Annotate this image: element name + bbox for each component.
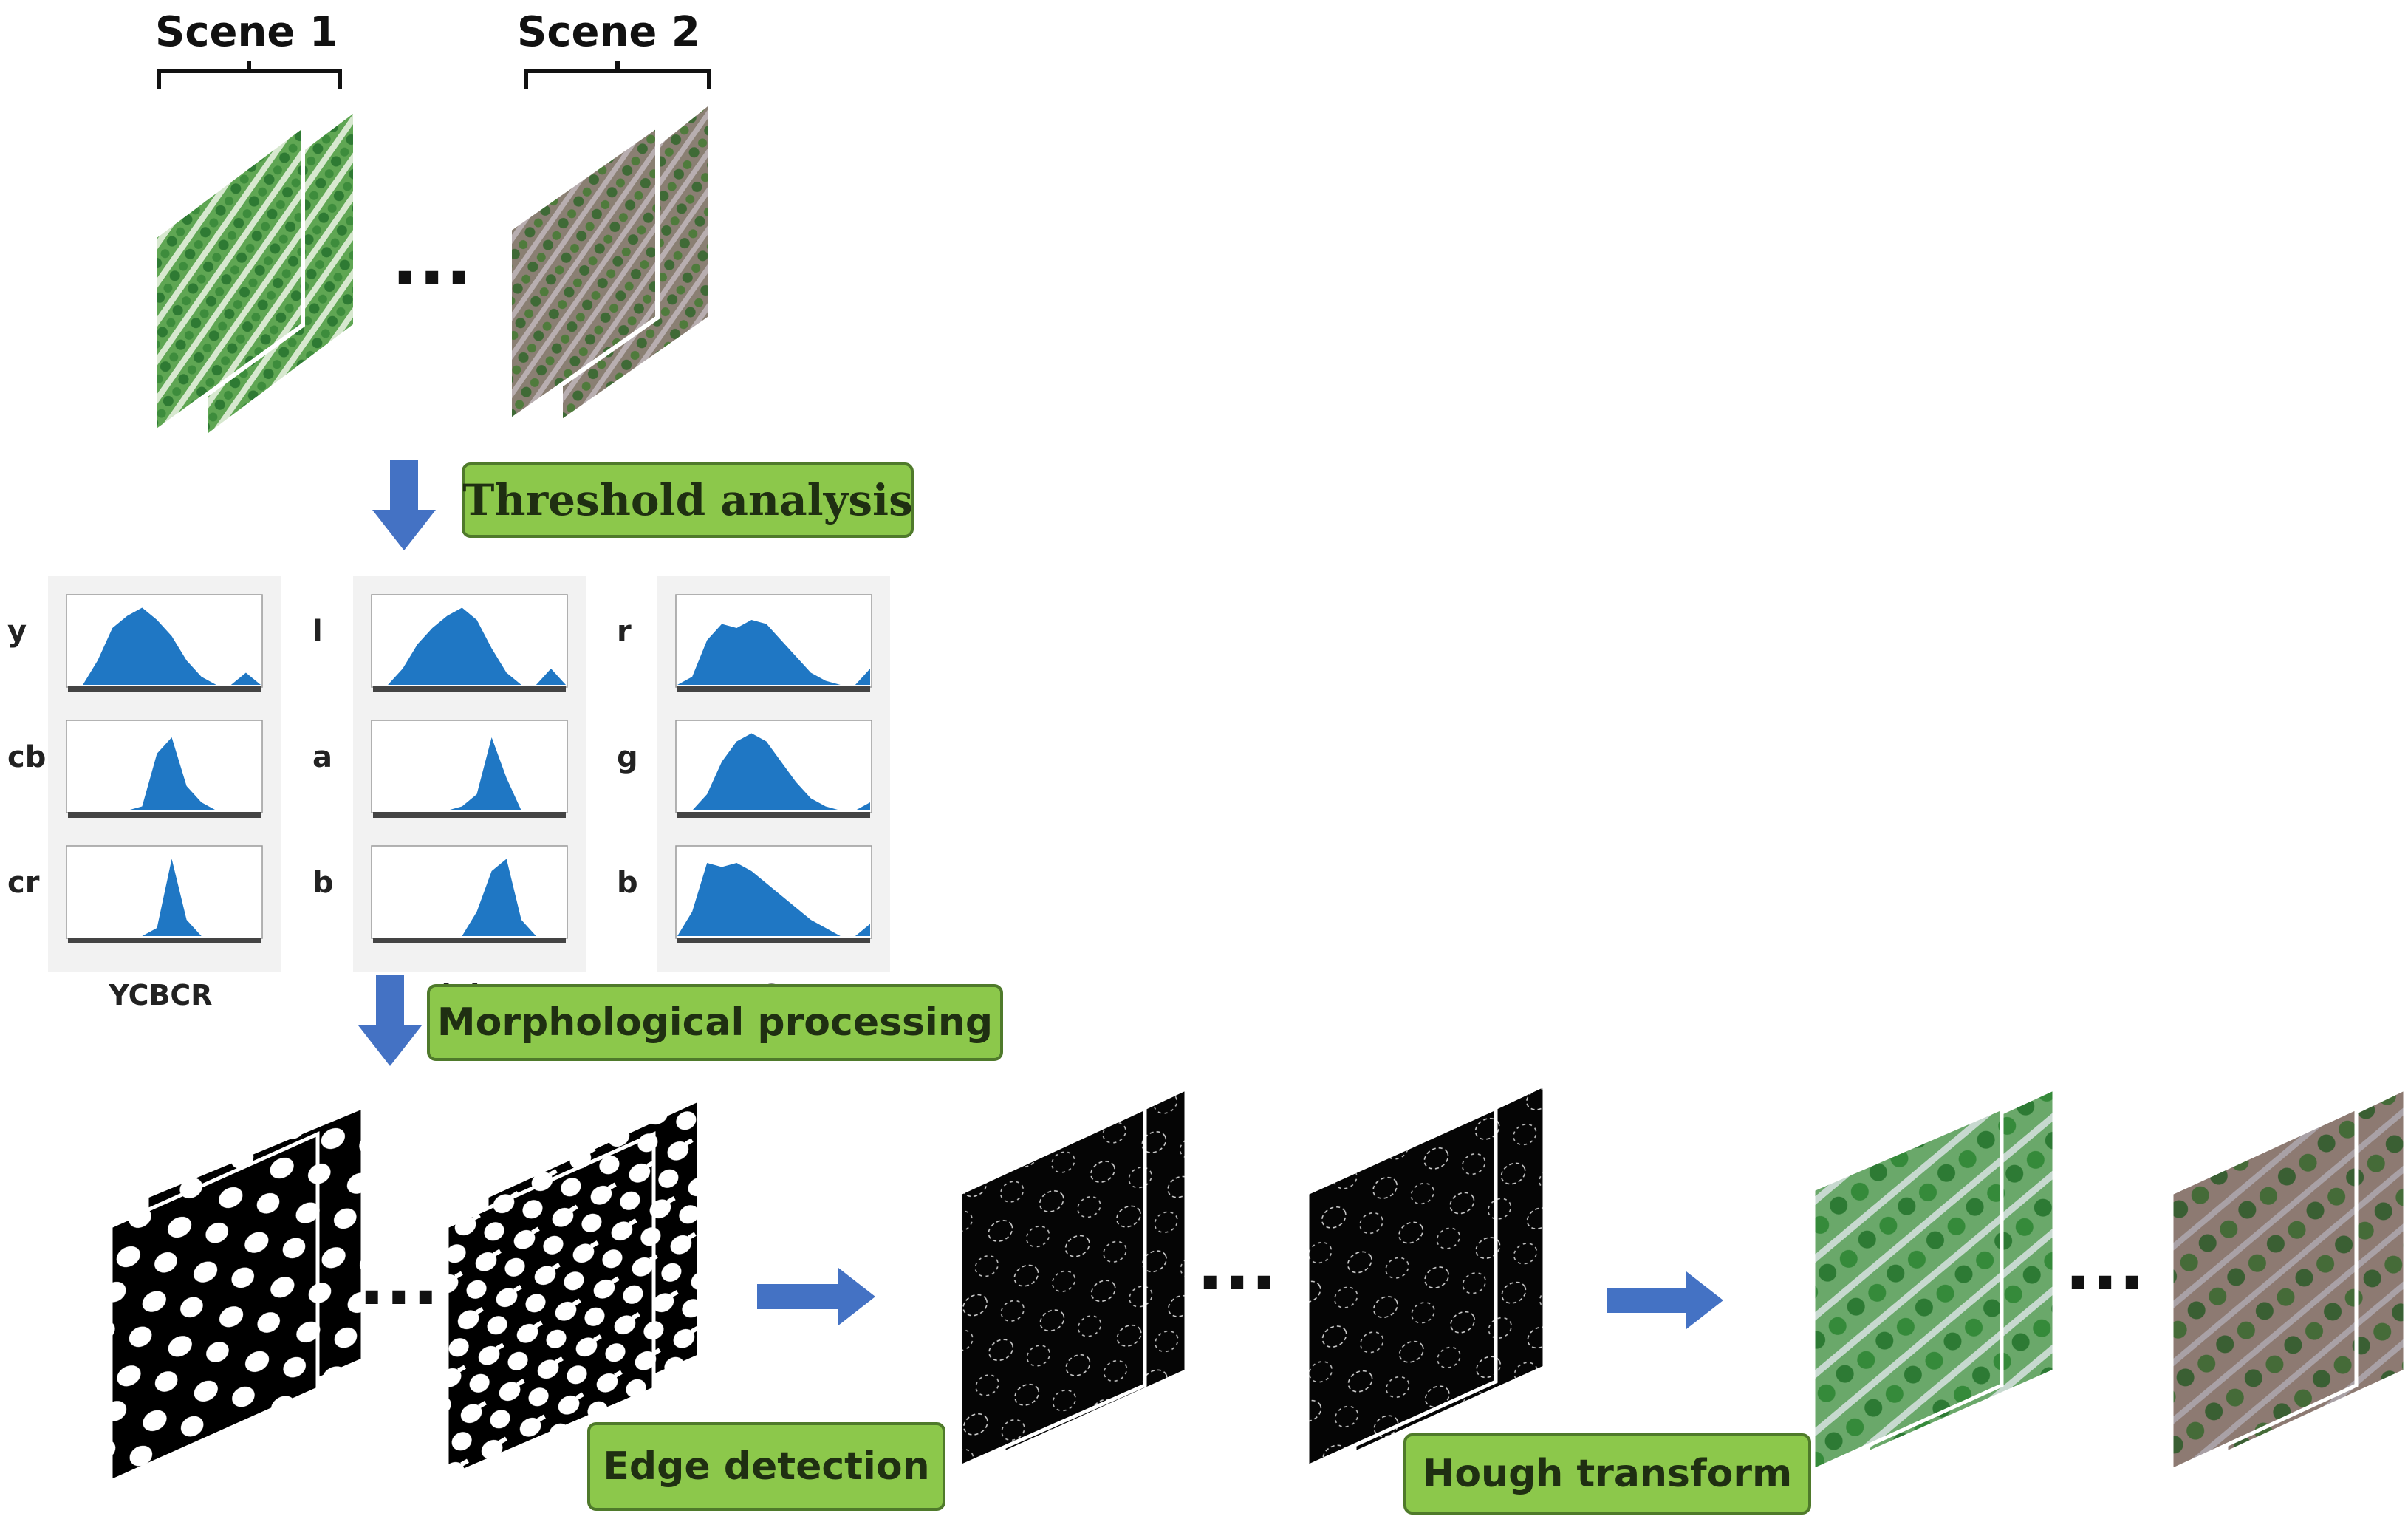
channel-label: cr — [7, 866, 40, 900]
down-arrow-icon — [372, 460, 436, 550]
scene-2-bracket — [524, 61, 711, 89]
histogram-area — [68, 607, 261, 685]
scene-1-bracket — [157, 61, 342, 89]
histogram-area — [373, 859, 566, 936]
histogram-area — [677, 863, 870, 936]
channel-label: y — [7, 615, 27, 649]
down-arrow-icon — [358, 975, 422, 1066]
channel-label: l — [312, 615, 323, 649]
histogram-gray-bar — [677, 686, 870, 692]
color-space-label: YCBCR — [108, 979, 212, 1011]
histogram-gray-bar — [68, 812, 261, 818]
histogram-gray-bar — [68, 686, 261, 692]
scene-1-label: Scene 1 — [155, 8, 338, 56]
scene-1-image-stack — [153, 108, 356, 439]
edge-detection-label: Edge detection — [587, 1422, 945, 1511]
histogram-area — [373, 607, 566, 685]
histogram-gray-bar — [373, 938, 566, 943]
morphological-processing-label: Morphological processing — [427, 984, 1003, 1061]
hough-image-stack-1 — [1811, 1088, 2055, 1473]
scene-ellipsis: ... — [391, 219, 472, 301]
channel-label: b — [312, 866, 334, 900]
channel-label: g — [617, 740, 638, 774]
histogram-area — [68, 859, 261, 936]
channel-label: r — [617, 615, 632, 649]
edge-image-stack-2 — [1305, 1084, 1545, 1469]
right-arrow-icon — [1607, 1271, 1723, 1329]
hough-image-stack-2 — [2169, 1088, 2406, 1473]
scene-2-image-stack — [507, 100, 711, 426]
scene-2-label: Scene 2 — [517, 8, 700, 56]
binary-ellipsis: ... — [358, 1238, 439, 1321]
histogram-frame — [371, 845, 568, 939]
histogram-gray-bar — [677, 938, 870, 943]
histogram-area — [677, 733, 870, 810]
right-arrow-icon — [757, 1268, 875, 1325]
histogram-area — [677, 620, 870, 685]
histogram-gray-bar — [68, 938, 261, 943]
edge-image-stack-1 — [958, 1088, 1187, 1469]
binary-image-stack-2 — [445, 1099, 700, 1481]
histogram-gray-bar — [677, 812, 870, 818]
histogram-area — [68, 737, 261, 810]
histogram-gray-bar — [373, 812, 566, 818]
hough-ellipsis: ... — [2065, 1223, 2145, 1306]
channel-label: a — [312, 740, 332, 774]
binary-image-stack-1 — [109, 1106, 363, 1484]
edge-ellipsis: ... — [1197, 1223, 1277, 1306]
histogram-gray-bar — [373, 686, 566, 692]
channel-label: cb — [7, 740, 46, 774]
threshold-analysis-label: Threshold analysis — [462, 462, 914, 538]
histogram-frame — [371, 720, 568, 813]
channel-label: b — [617, 866, 638, 900]
hough-transform-label: Hough transform — [1403, 1433, 1811, 1515]
histogram-panels: ycbcrYCBCRlablabrgbRGB — [7, 576, 890, 1011]
